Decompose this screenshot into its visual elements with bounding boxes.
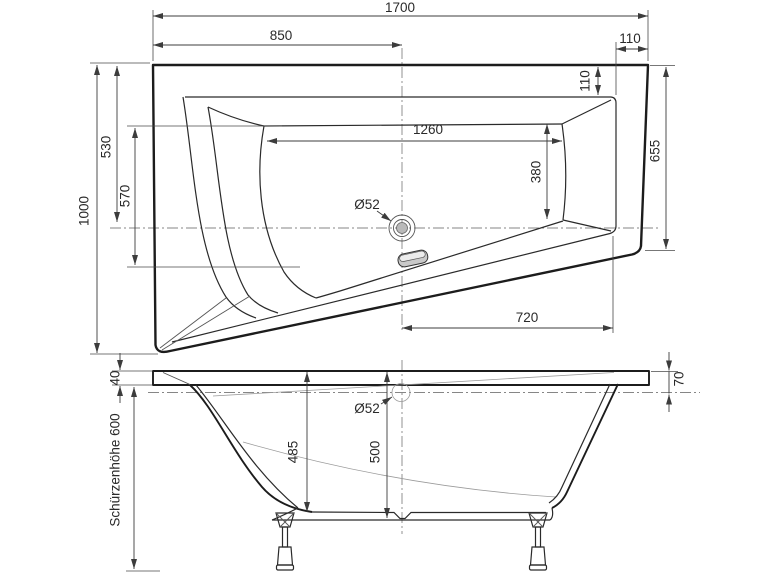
far-bottom-projection-line bbox=[242, 441, 557, 498]
dim-drain-diameter-side: Ø52 bbox=[354, 401, 380, 416]
basin-top-edge bbox=[207, 106, 563, 127]
rim-band bbox=[152, 370, 650, 386]
dim-left-to-drain: 850 bbox=[270, 28, 293, 43]
foot-right bbox=[528, 512, 548, 571]
basin-corner-chamfer-top bbox=[561, 99, 612, 125]
drain-top-view bbox=[388, 214, 416, 242]
side-view: 40 Schürzenhöhe 600 485 500 Ø52 70 bbox=[108, 352, 700, 572]
dim-overall-width: 1000 bbox=[77, 196, 92, 226]
foot-left bbox=[275, 512, 295, 571]
drain-leader-side bbox=[380, 396, 393, 405]
dim-inner-length: 1260 bbox=[413, 122, 443, 137]
basin-bottom-edge bbox=[315, 220, 564, 299]
dim-overall-length: 1700 bbox=[385, 0, 415, 15]
shell-right-slant-inner bbox=[548, 383, 611, 504]
tub-outer-outline bbox=[151, 63, 650, 354]
dim-drain-diameter-top: Ø52 bbox=[354, 197, 380, 212]
dim-rim-thickness: 40 bbox=[108, 370, 123, 385]
backrest-arc-outer bbox=[182, 96, 257, 319]
basin-left-endwall-curve bbox=[259, 125, 317, 299]
far-rim-projection-line bbox=[212, 372, 615, 397]
dim-upper-left-width: 530 bbox=[99, 136, 114, 159]
basin-right-endwall-curve bbox=[561, 123, 567, 221]
top-view: 1700 850 110 110 1260 380 655 1000 530 bbox=[77, 0, 675, 355]
dim-apron-height: Schürzenhöhe 600 bbox=[108, 413, 123, 526]
dim-rim-depth-right: 110 bbox=[578, 70, 593, 92]
dim-inner-width-right: 380 bbox=[529, 161, 544, 184]
dim-rim-edge-drop: 70 bbox=[672, 371, 687, 386]
dim-lower-left-width: 570 bbox=[118, 185, 133, 208]
basin-corner-chamfer-bottom bbox=[562, 219, 612, 232]
dim-rim-width-right: 110 bbox=[619, 31, 641, 46]
rim-inner-edge bbox=[171, 96, 617, 343]
backrest-arc-inner bbox=[207, 106, 279, 314]
shell-left-outer-curve bbox=[189, 384, 313, 513]
dim-outer-depth: 500 bbox=[368, 441, 383, 464]
overflow-pill bbox=[397, 249, 429, 268]
tip-wedge-line-2 bbox=[161, 295, 251, 351]
dim-inner-depth: 485 bbox=[286, 441, 301, 464]
base-board bbox=[271, 507, 554, 521]
rim-band-edge-line bbox=[162, 372, 191, 385]
dim-drain-to-inner-right: 720 bbox=[516, 310, 539, 325]
drain-leader-top bbox=[376, 210, 392, 222]
drain-side-view bbox=[391, 383, 411, 402]
shell-left-inner-curve bbox=[195, 384, 299, 509]
shell-right-slant-outer bbox=[551, 383, 619, 509]
tip-wedge-line-1 bbox=[159, 297, 227, 349]
dim-right-side-width: 655 bbox=[648, 140, 663, 163]
